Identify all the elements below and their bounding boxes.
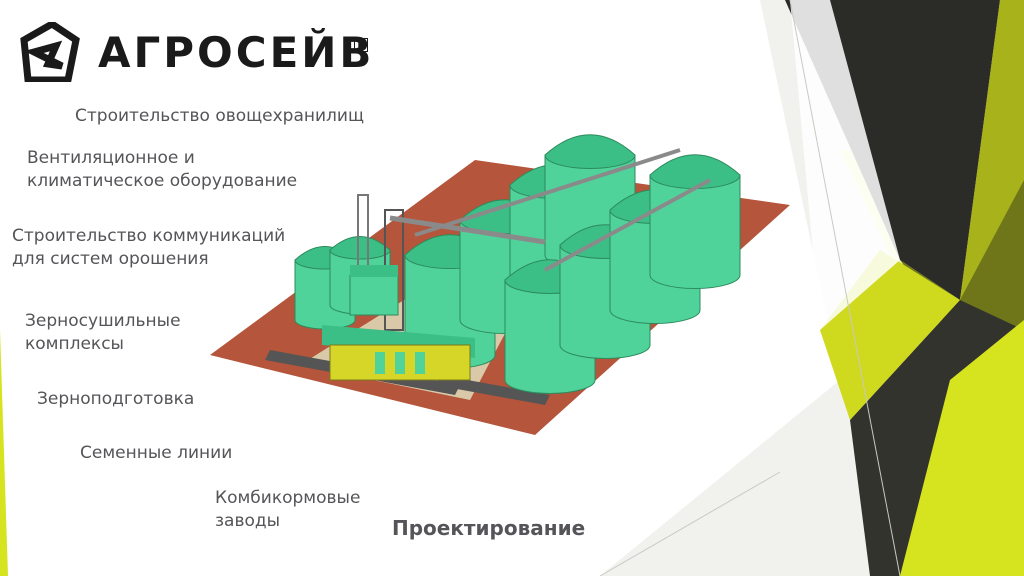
service-line: климатическое оборудование — [27, 171, 298, 191]
road-strip-2 — [435, 375, 550, 405]
left-yellow-sliver — [0, 330, 8, 576]
service-ventilation-equipment: Вентиляционное и климатическое оборудова… — [27, 147, 297, 193]
silo-body — [649, 174, 741, 289]
service-line: Строительство овощехранилищ — [75, 106, 364, 126]
service-vegetable-storage: Строительство овощехранилищ — [75, 105, 364, 128]
silo-facility-illustration — [210, 134, 790, 435]
thin-diagonal-line-2 — [789, 0, 901, 576]
house-shield-logo-icon — [20, 22, 80, 82]
service-line: заводы — [215, 511, 281, 531]
service-line: Вентиляционное и — [27, 148, 195, 168]
building-door — [375, 352, 385, 374]
yellow-panel-upper — [960, 0, 1024, 300]
conveyor-bridge-2 — [414, 148, 681, 237]
silo-roof — [329, 236, 391, 260]
service-seed-lines: Семенные линии — [80, 442, 232, 465]
service-feed-mills: Комбикормовые заводы — [215, 487, 360, 533]
building-door-3 — [415, 352, 425, 374]
service-line: для систем орошения — [12, 249, 209, 269]
conveyor-bridge — [389, 215, 546, 245]
grain-dryer — [349, 274, 399, 316]
silo-group — [294, 134, 741, 394]
dryer-top — [350, 265, 398, 277]
registered-mark-badge: R — [354, 38, 368, 52]
service-line: Зерноподготовка — [37, 389, 195, 409]
building-door-2 — [395, 352, 405, 374]
service-irrigation-communications: Строительство коммуникаций для систем ор… — [12, 225, 285, 271]
service-line: Комбикормовые — [215, 488, 361, 508]
service-grain-preparation: Зерноподготовка — [37, 388, 194, 411]
conveyor-bridge-3 — [544, 178, 711, 272]
yellow-lower-panel — [900, 320, 1024, 576]
service-line: комплексы — [25, 334, 124, 354]
company-logo: АГРОСЕЙВ R — [18, 20, 378, 84]
section-heading: Проектирование — [392, 516, 586, 540]
service-grain-drying: Зерносушильные комплексы — [25, 310, 181, 356]
service-line: Семенные линии — [80, 443, 233, 463]
white-wedge — [790, 0, 900, 330]
logo-wordmark: АГРОСЕЙВ — [98, 28, 375, 77]
service-line: Строительство коммуникаций — [12, 226, 286, 246]
silo-roof — [649, 154, 741, 189]
thin-diagonal-line — [599, 471, 781, 576]
silo-roof — [544, 134, 636, 169]
service-line: Зерносушильные — [25, 311, 181, 331]
